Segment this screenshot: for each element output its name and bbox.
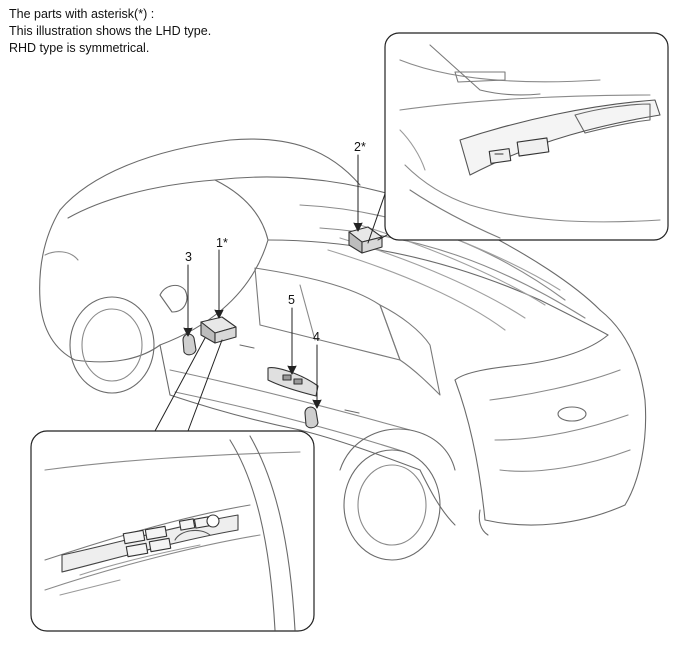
callout-1: 1* — [216, 236, 228, 250]
part-1-switch-block — [200, 316, 237, 344]
inset-detail-part-1 — [30, 430, 315, 632]
part-5-rear-window-switch — [267, 367, 319, 397]
part-4-door-lamp — [304, 406, 319, 429]
callout-3: 3 — [185, 250, 192, 264]
callout-5: 5 — [288, 293, 295, 307]
leader-lines — [154, 154, 406, 432]
note-line-3: RHD type is symmetrical. — [9, 41, 150, 55]
callout-2: 2* — [354, 140, 366, 154]
diagram-note: The parts with asterisk(*) : This illust… — [9, 6, 211, 57]
note-line-1: The parts with asterisk(*) : — [9, 7, 155, 21]
part-3-door-lamp — [182, 333, 197, 356]
part-2-switch-block — [348, 226, 383, 254]
callout-4: 4 — [313, 330, 320, 344]
inset-detail-part-2 — [384, 32, 669, 241]
note-line-2: This illustration shows the LHD type. — [9, 24, 212, 38]
